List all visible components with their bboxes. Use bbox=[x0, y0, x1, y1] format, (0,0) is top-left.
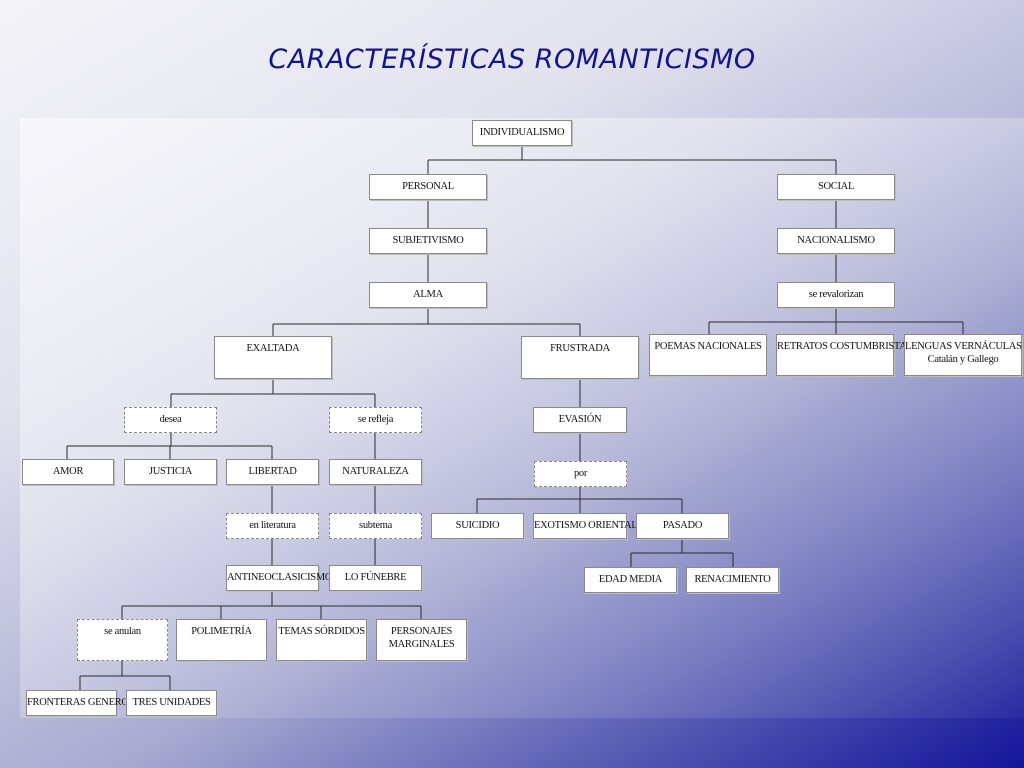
slide-title: CARACTERÍSTICAS ROMANTICISMO bbox=[268, 44, 756, 75]
node-personal: PERSONAL bbox=[369, 174, 487, 200]
node-tres-unidades: TRES UNIDADES bbox=[126, 690, 217, 716]
node-naturaleza: NATURALEZA bbox=[329, 459, 422, 485]
node-renacimiento: RENACIMIENTO bbox=[686, 567, 779, 593]
personajes-marginales-line2: MARGINALES bbox=[388, 639, 455, 650]
node-individualismo: INDIVIDUALISMO bbox=[472, 120, 572, 146]
node-lenguas-vernaculas: LENGUAS VERNÁCULAS Catalán y Gallego bbox=[904, 334, 1022, 376]
node-se-anulan: se anulan bbox=[77, 619, 168, 661]
node-exotismo-oriental: EXOTISMO ORIENTAL bbox=[533, 513, 638, 539]
node-subjetivismo: SUBJETIVISMO bbox=[369, 228, 487, 254]
node-exaltada: EXALTADA bbox=[214, 336, 332, 379]
node-edad-media: EDAD MEDIA bbox=[584, 567, 677, 593]
node-libertad: LIBERTAD bbox=[226, 459, 319, 485]
node-desea: desea bbox=[124, 407, 217, 433]
node-frustrada: FRUSTRADA bbox=[521, 336, 639, 379]
node-antineoclasicismo: ANTINEOCLASICISMO bbox=[226, 565, 332, 591]
node-se-revalorizan: se revalorizan bbox=[777, 282, 895, 308]
node-justicia: JUSTICIA bbox=[124, 459, 217, 485]
node-social: SOCIAL bbox=[777, 174, 895, 200]
lenguas-vernaculas-label: LENGUAS VERNÁCULAS bbox=[905, 341, 1022, 352]
node-amor: AMOR bbox=[22, 459, 114, 485]
node-subtema: subtema bbox=[329, 513, 422, 539]
node-evasion: EVASIÓN bbox=[533, 407, 627, 433]
node-nacionalismo: NACIONALISMO bbox=[777, 228, 895, 254]
node-temas-sordidos: TEMAS SÓRDIDOS bbox=[276, 619, 367, 661]
node-por: por bbox=[534, 461, 627, 487]
node-pasado: PASADO bbox=[636, 513, 729, 539]
node-se-refleja: se refleja bbox=[329, 407, 422, 433]
node-poemas-nacionales: POEMAS NACIONALES bbox=[649, 334, 767, 376]
personajes-marginales-line1: PERSONAJES bbox=[390, 626, 453, 637]
node-lo-funebre: LO FÚNEBRE bbox=[329, 565, 422, 591]
node-personajes-marginales: PERSONAJES MARGINALES bbox=[376, 619, 467, 661]
node-en-literatura: en literatura bbox=[226, 513, 319, 539]
node-suicidio: SUICIDIO bbox=[431, 513, 524, 539]
lenguas-vernaculas-sublabel: Catalán y Gallego bbox=[927, 354, 999, 365]
node-polimetria: POLIMETRÍA bbox=[176, 619, 267, 661]
node-fronteras-genero: FRONTERAS GENERO bbox=[26, 690, 129, 716]
node-retratos-costumbristas: RETRATOS COSTUMBRISTAS bbox=[776, 334, 912, 376]
node-alma: ALMA bbox=[369, 282, 487, 308]
